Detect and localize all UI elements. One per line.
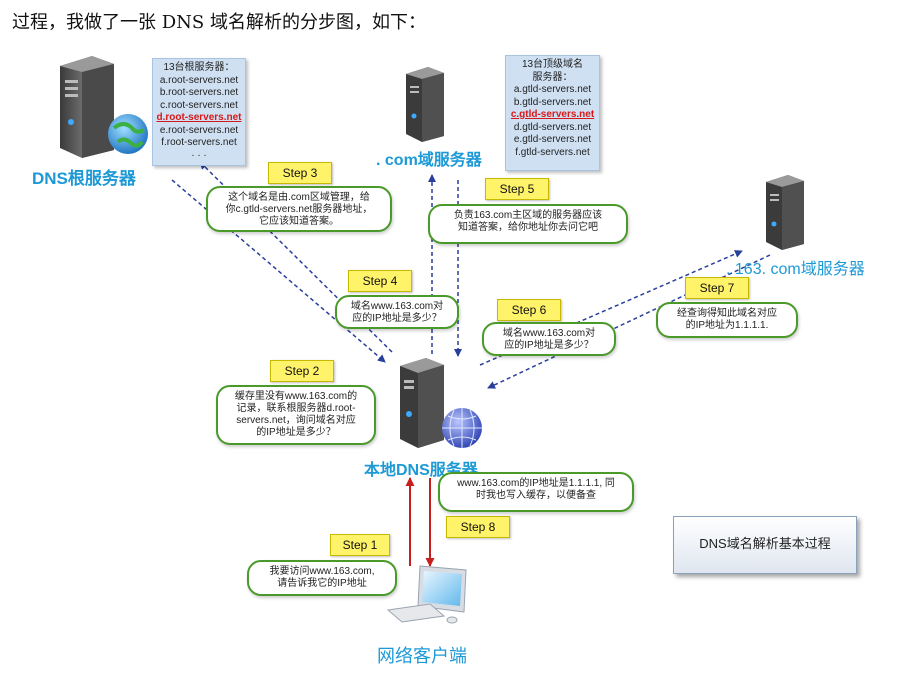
com-list-item: f.gtld-servers.net <box>515 146 590 158</box>
s163-server-icon <box>766 175 804 250</box>
com-list-header: 13台顶级域名 <box>521 59 584 70</box>
step7-label: Step 7 <box>685 277 749 299</box>
root-list-item: f.root-servers.net <box>161 137 237 148</box>
com-list-item-highlight: c.gtld-servers.net <box>510 109 595 120</box>
step6-bubble: 域名www.163.com对 应的IP地址是多少？ <box>482 322 616 356</box>
step1-label: Step 1 <box>330 534 390 556</box>
step5-label: Step 5 <box>485 178 549 200</box>
step6-label: Step 6 <box>497 299 561 321</box>
diagram-caption: DNS域名解析基本过程 <box>673 516 857 574</box>
com-list-item: d.gtld-servers.net <box>513 121 592 133</box>
root-list-item: e.root-servers.net <box>159 124 239 136</box>
root-server-list: 13台根服务器： a.root-servers.net b.root-serve… <box>152 58 246 166</box>
step8-bubble: www.163.com的IP地址是1.1.1.1, 同 时我也写入缓存，以便备查 <box>438 472 634 512</box>
step7-bubble: 经查询得知此域名对应 的IP地址为1.1.1.1. <box>656 302 798 338</box>
arrow-step3 <box>171 179 386 363</box>
intro-text: 过程，我做了一张 DNS 域名解析的分步图，如下： <box>12 12 426 33</box>
root-list-ellipsis: · · · <box>191 149 207 161</box>
client-computer-icon <box>386 565 467 624</box>
root-server-title: DNS根服务器 <box>32 169 136 188</box>
step3-bubble: 这个域名是由.com区域管理，给 你c.gtld-servers.net服务器地… <box>206 186 392 232</box>
step3-label: Step 3 <box>268 162 332 184</box>
com-list-item: b.gtld-servers.net <box>513 96 592 108</box>
com-server-title: . com域服务器 <box>376 152 482 169</box>
root-list-item-highlight: d.root-servers.net <box>156 112 242 123</box>
step2-bubble: 缓存里没有www.163.com的 记录，联系根服务器d.root- serve… <box>216 385 376 445</box>
client-title: 网络客户端 <box>377 646 467 667</box>
com-list-item: a.gtld-servers.net <box>513 84 592 95</box>
com-server-list: 13台顶级域名 服务器： a.gtld-servers.net b.gtld-s… <box>505 55 600 171</box>
local-server-icon <box>400 358 482 448</box>
root-list-item: b.root-servers.net <box>159 87 239 98</box>
step5-bubble: 负责163.com主区域的服务器应该 知道答案，给你地址你去问它吧 <box>428 204 628 244</box>
root-server-icon <box>60 56 148 158</box>
arrow-step6 <box>479 250 743 366</box>
s163-server-title: . 163. com域服务器 <box>726 261 865 278</box>
root-list-header: 13台根服务器： <box>163 62 235 73</box>
step1-bubble: 我要访问www.163.com, 请告诉我它的IP地址 <box>247 560 397 596</box>
step2-label: Step 2 <box>270 360 334 382</box>
step4-label: Step 4 <box>348 270 412 292</box>
step8-label: Step 8 <box>446 516 510 538</box>
com-list-item: e.gtld-servers.net <box>513 134 592 145</box>
step4-bubble: 域名www.163.com对 应的IP地址是多少？ <box>335 295 459 329</box>
root-list-item: c.root-servers.net <box>160 99 238 111</box>
com-server-icon <box>406 67 444 142</box>
root-list-item: a.root-servers.net <box>159 74 239 86</box>
com-list-header: 服务器： <box>532 71 573 83</box>
